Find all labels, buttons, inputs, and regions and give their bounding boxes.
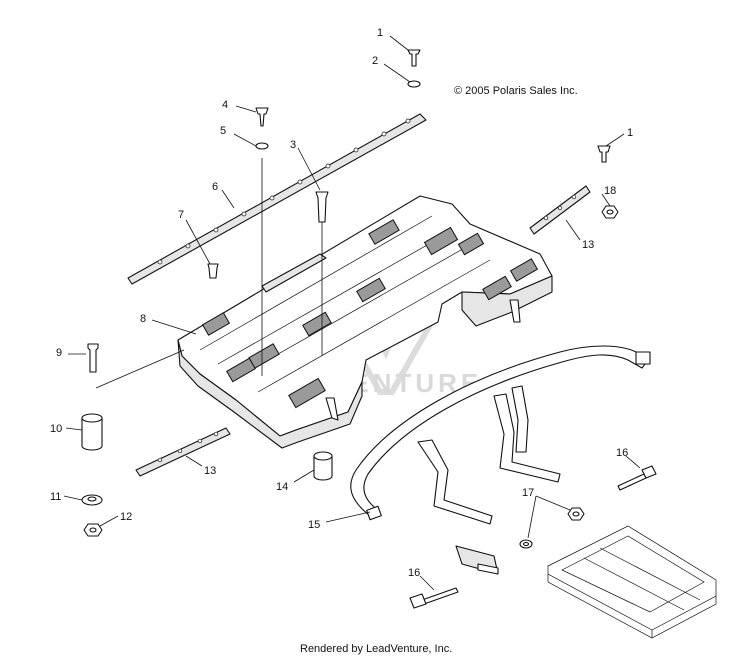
callout-4: 4 [222,99,228,111]
rack-strip-long [127,113,427,285]
callout-6: 6 [212,181,218,193]
bolt-part-1-right [597,145,611,163]
callout-17: 17 [522,487,534,499]
nut-part-17 [519,507,585,549]
washer-part-2 [407,80,421,88]
callout-12: 12 [120,511,132,523]
washer-part-11 [81,494,103,506]
screw-part-4 [255,107,269,127]
callout-13-lower: 13 [204,465,216,477]
callout-2: 2 [372,55,378,67]
spacer-tube [313,451,333,481]
callout-5: 5 [220,125,226,137]
callout-18: 18 [604,185,616,197]
callout-1-right: 1 [627,127,633,139]
rack-strip-short-lower [135,427,231,477]
bolt-part-7 [207,263,219,279]
nut-part-18 [601,205,619,219]
rear-rack-body [177,195,553,449]
nut-part-12 [83,523,103,537]
bushing [81,413,103,451]
bolt-part-3 [315,191,329,223]
bolt-part-16-lower [409,587,459,609]
callout-16-lower: 16 [408,567,420,579]
callout-labels: 1 2 4 5 3 6 7 1 18 13 8 9 10 13 14 11 12… [50,27,633,579]
callout-10: 10 [50,423,62,435]
leader-lines [63,35,641,591]
callout-1: 1 [377,27,383,39]
bolt-part-1-top [407,49,421,67]
callout-9: 9 [56,347,62,359]
callout-3: 3 [290,139,296,151]
washer-part-5 [255,142,269,150]
callout-15: 15 [308,519,320,531]
callout-11: 11 [50,491,61,503]
bolt-part-16-right [617,465,657,491]
bracket-plate [455,545,499,575]
vehicle-frame-reference [547,525,717,639]
callout-13-upper: 13 [582,239,594,251]
bolt-part-9 [87,343,99,373]
callout-14: 14 [276,481,288,493]
callout-7: 7 [178,209,184,221]
callout-8: 8 [140,313,146,325]
footer-credit: Rendered by LeadVenture, Inc. [300,643,452,655]
rack-frame [350,345,651,525]
callout-16-right: 16 [616,447,628,459]
rack-strip-short-upper [529,185,591,235]
copyright-text: © 2005 Polaris Sales Inc. [454,85,578,97]
